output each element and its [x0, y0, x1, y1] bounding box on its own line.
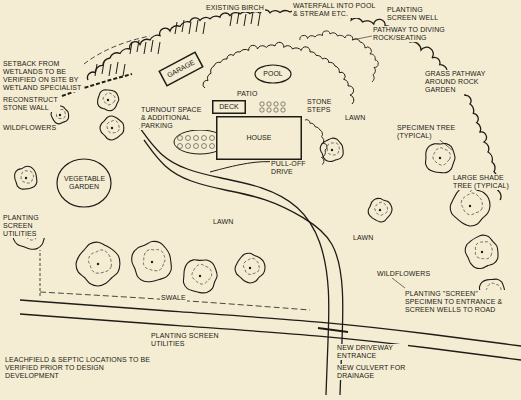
grass-stroke — [203, 22, 205, 34]
grass-stroke — [251, 12, 253, 24]
tree-symbol — [368, 198, 392, 221]
plan-note: PATHWAY TO DIVING ROCK/SEATING — [372, 26, 458, 42]
cobble — [194, 136, 199, 141]
patio-stone — [274, 102, 278, 106]
patio-stone — [281, 102, 285, 106]
setback-line — [84, 36, 150, 64]
plan-note: STONE STEPS — [306, 98, 338, 114]
plan-note: WILDFLOWERS — [376, 270, 431, 278]
planting-mass — [300, 31, 378, 82]
plan-note: TURNOUT SPACE & ADDITIONAL PARKING — [140, 106, 208, 130]
patio-stone — [260, 108, 264, 112]
tree-symbol — [450, 187, 490, 226]
grass-stroke — [95, 64, 97, 76]
grass-stroke — [130, 42, 132, 54]
tree-symbol — [183, 260, 217, 293]
grass-stroke — [137, 40, 139, 52]
patio-stone — [274, 108, 278, 112]
leader-line — [352, 36, 372, 40]
tree-symbol — [100, 116, 124, 140]
grass-stroke — [237, 12, 239, 24]
road-edge — [20, 314, 521, 360]
grass-stroke — [196, 20, 198, 32]
planting-mass — [203, 42, 354, 104]
cobble — [210, 136, 215, 141]
leader-line — [392, 278, 405, 288]
grass-stroke — [102, 62, 104, 74]
cobble — [186, 136, 191, 141]
grass-stroke — [158, 42, 160, 54]
plan-note: SWALE — [160, 294, 187, 302]
plan-note: RECONSTRUCT STONE WALL — [2, 96, 60, 112]
cobble — [186, 144, 191, 149]
utility-line — [40, 250, 41, 296]
grass-stroke — [123, 64, 125, 76]
planting-mass — [87, 10, 501, 200]
cobble — [178, 144, 183, 149]
plan-note: SETBACK FROM WETLANDS TO BE VERIFIED ON … — [2, 60, 84, 92]
plan-note: LAWN — [352, 234, 374, 242]
patio-stone — [260, 102, 264, 106]
plan-note: LARGE SHADE TREE (TYPICAL) — [452, 174, 518, 190]
tree-symbol — [98, 90, 119, 111]
tree-symbol — [15, 166, 37, 189]
plan-note: NEW DRIVEWAY ENTRANCE — [336, 344, 408, 360]
plan-note: PLANTING SCREEN WELL — [386, 6, 450, 22]
node-label: VEGETABLE GARDEN — [64, 175, 104, 191]
grass-stroke — [230, 14, 232, 26]
grass-stroke — [144, 42, 146, 54]
culvert — [318, 328, 348, 332]
patio-stone — [267, 102, 271, 106]
plan-note: LEACHFIELD & SEPTIC LOCATIONS TO BE VERI… — [4, 356, 156, 380]
plan-note: PLANTING SCREEN UTILITIES — [150, 332, 248, 348]
planting-bed: POOL — [254, 64, 292, 84]
building-box: DECK — [212, 100, 246, 114]
tree-symbol — [320, 138, 343, 161]
building-box: GARAGE — [158, 51, 204, 87]
grass-stroke — [258, 14, 260, 26]
plan-note: PULL-OFF DRIVE — [270, 160, 322, 176]
plan-note: EXISTING BIRCH — [205, 4, 265, 12]
cobble — [210, 144, 215, 149]
driveway-edge — [144, 140, 343, 395]
node-label: HOUSE — [247, 134, 272, 142]
plan-note: LAWN — [212, 218, 234, 226]
cobble — [202, 144, 207, 149]
plan-note: NEW CULVERT FOR DRAINAGE — [336, 364, 408, 380]
plan-note: WILDFLOWERS — [2, 124, 57, 132]
cobble — [178, 136, 183, 141]
grass-stroke — [116, 62, 118, 74]
tree-symbol — [132, 241, 172, 281]
node-label: POOL — [263, 70, 282, 78]
plan-note: GRASS PATHWAY AROUND ROCK GARDEN — [424, 70, 510, 94]
plan-note: WATERFALL INTO POOL & STREAM ETC. — [292, 2, 378, 18]
plan-note: PLANTING "SCREEN" SPECIMEN TO ENTRANCE &… — [404, 290, 518, 314]
plan-note: SPECIMEN TREE (TYPICAL) — [396, 124, 464, 140]
grass-stroke — [151, 40, 153, 52]
grass-stroke — [189, 22, 191, 34]
tree-symbol — [235, 253, 265, 283]
grass-stroke — [109, 64, 111, 76]
tree-symbol — [76, 242, 120, 286]
tree-symbol — [465, 235, 498, 268]
building-box: HOUSE — [216, 116, 302, 160]
grass-stroke — [182, 20, 184, 32]
grass-stroke — [175, 22, 177, 34]
swale-line — [40, 292, 310, 310]
grass-stroke — [244, 14, 246, 26]
plan-note: LAWN — [344, 114, 366, 122]
tree-symbol — [425, 144, 455, 173]
node-label: DECK — [219, 103, 238, 111]
plan-note: PLANTING SCREEN UTILITIES — [2, 214, 56, 238]
cobble — [194, 144, 199, 149]
planting-bed: VEGETABLE GARDEN — [56, 158, 112, 208]
patio-stone — [281, 108, 285, 112]
plan-note: PATIO — [236, 90, 258, 98]
patio-stone — [267, 108, 271, 112]
cobble — [202, 136, 207, 141]
